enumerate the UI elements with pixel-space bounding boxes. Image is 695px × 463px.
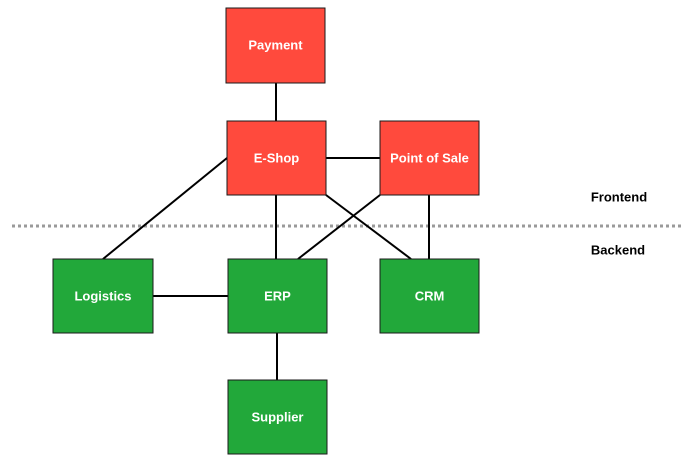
node-supplier-label: Supplier bbox=[251, 409, 303, 424]
edge-eshop-crm bbox=[325, 194, 412, 260]
node-erp[interactable]: ERP bbox=[227, 258, 328, 334]
node-eshop[interactable]: E-Shop bbox=[226, 120, 327, 196]
node-payment-box bbox=[225, 7, 326, 84]
node-crm-box bbox=[379, 258, 480, 334]
node-supplier-box bbox=[227, 379, 328, 455]
edge-pos-erp bbox=[297, 194, 381, 260]
edge-eshop-logistics bbox=[102, 157, 228, 260]
connections bbox=[102, 83, 430, 380]
node-crm-label: CRM bbox=[415, 288, 445, 303]
node-supplier[interactable]: Supplier bbox=[227, 379, 328, 455]
node-payment[interactable]: Payment bbox=[225, 7, 326, 84]
node-logistics[interactable]: Logistics bbox=[52, 258, 154, 334]
node-erp-box bbox=[227, 258, 328, 334]
node-point-of-sale-box bbox=[379, 120, 480, 196]
node-eshop-label: E-Shop bbox=[254, 150, 300, 165]
node-logistics-label: Logistics bbox=[74, 288, 131, 303]
node-payment-label: Payment bbox=[248, 37, 303, 52]
node-point-of-sale-label: Point of Sale bbox=[390, 150, 469, 165]
backend-zone-label: Backend bbox=[591, 242, 645, 257]
node-crm[interactable]: CRM bbox=[379, 258, 480, 334]
node-logistics-box bbox=[52, 258, 154, 334]
node-eshop-box bbox=[226, 120, 327, 196]
node-erp-label: ERP bbox=[264, 288, 291, 303]
node-point-of-sale[interactable]: Point of Sale bbox=[379, 120, 480, 196]
frontend-zone-label: Frontend bbox=[591, 189, 647, 204]
